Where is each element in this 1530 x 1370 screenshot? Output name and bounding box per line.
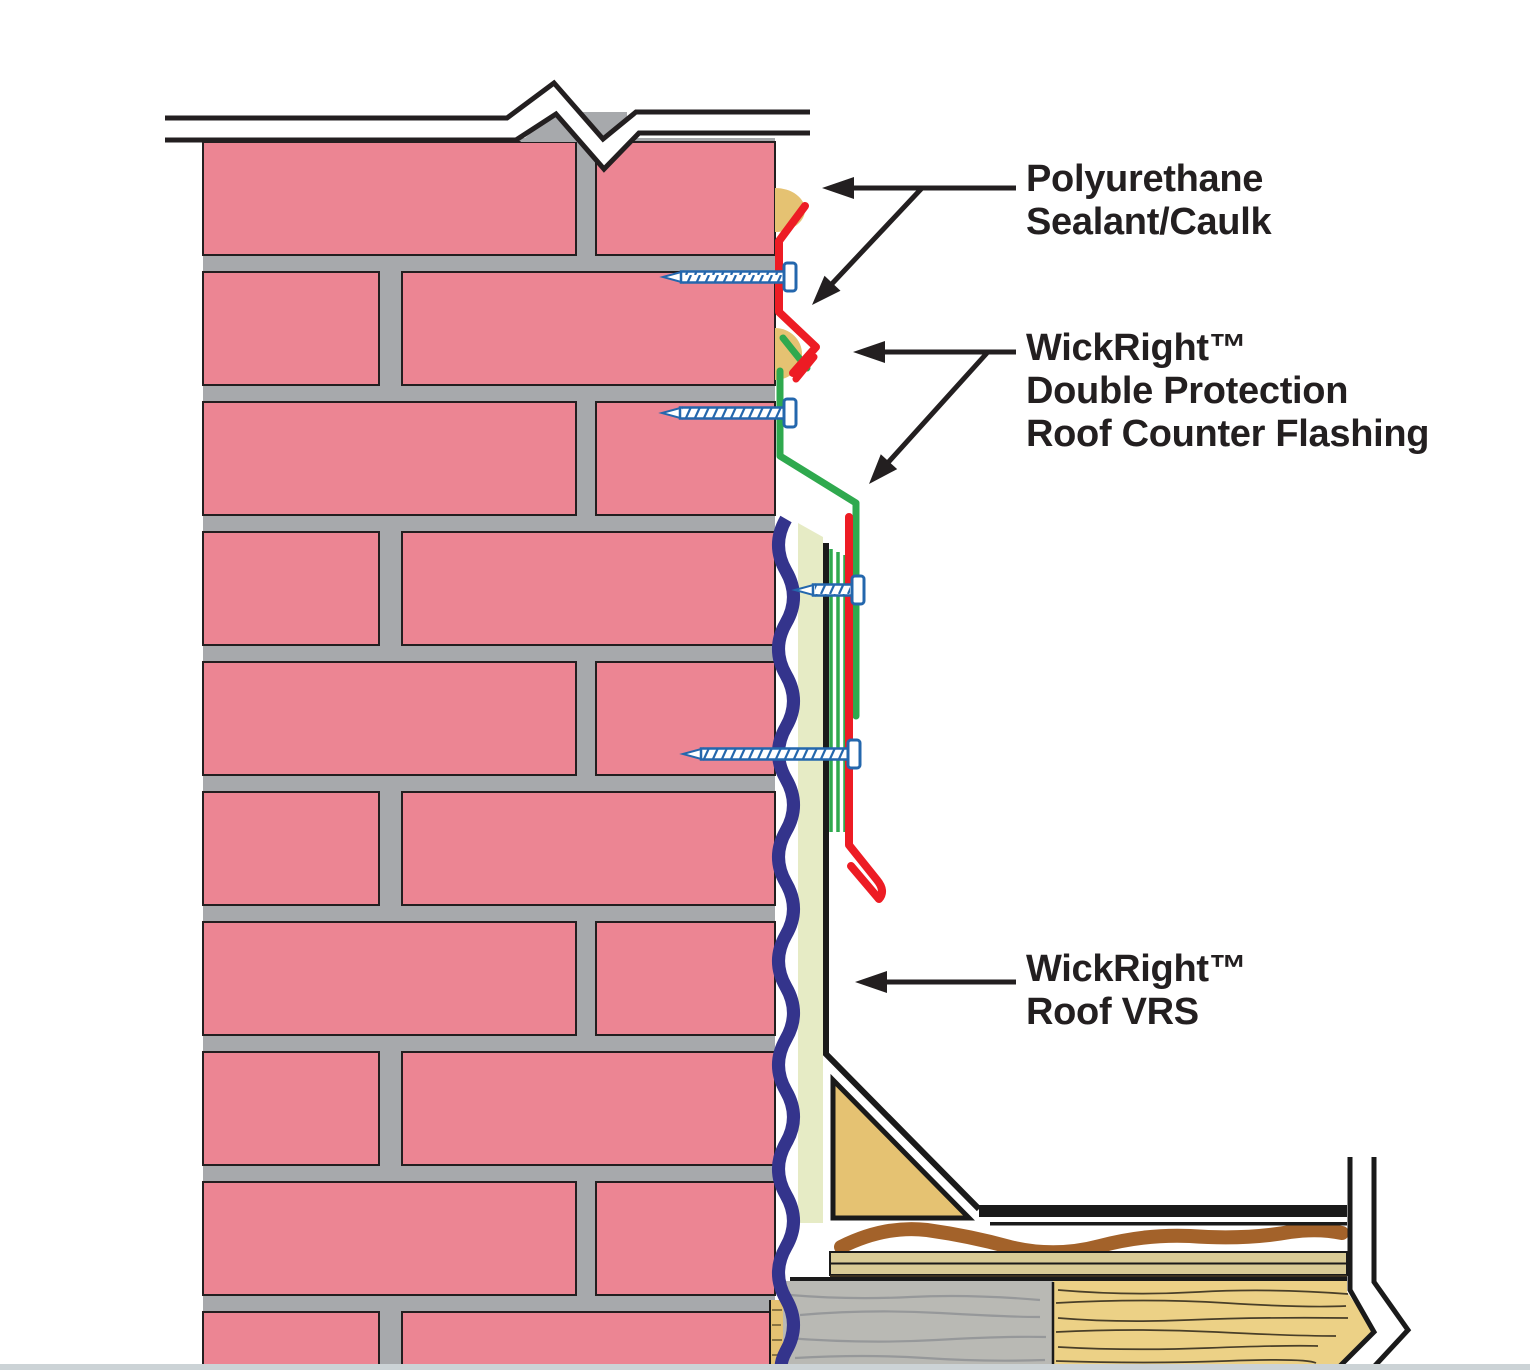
brick — [401, 271, 776, 386]
yellow-lumber-fill — [1053, 1281, 1374, 1370]
masonry-screws — [658, 261, 866, 770]
screw-threads — [703, 749, 846, 759]
screw-threads — [815, 585, 850, 595]
wall-cap-break-symbol — [165, 79, 810, 173]
gray-lumber — [783, 1281, 1053, 1370]
label-counter-flashing: WickRight™ Double Protection Roof Counte… — [1026, 327, 1430, 456]
page-edge-line — [0, 1364, 1530, 1370]
brick — [401, 791, 776, 906]
brick — [202, 661, 577, 776]
brick — [401, 1311, 776, 1370]
vrs-line — [823, 543, 982, 1212]
brick — [595, 921, 776, 1036]
brick — [595, 141, 776, 256]
yellow-lumber — [1051, 1281, 1374, 1370]
label-line: Roof Counter Flashing — [1026, 413, 1430, 455]
screw-head — [782, 397, 798, 429]
cant-strip — [830, 1073, 975, 1221]
brick — [202, 401, 577, 516]
brick — [202, 1181, 577, 1296]
brick — [202, 531, 380, 646]
yellow-lumber-grain — [1055, 1289, 1349, 1364]
brick — [202, 141, 577, 256]
annotation-arrows — [812, 177, 1016, 993]
cap-top-line — [165, 79, 810, 143]
brick — [401, 1051, 776, 1166]
screw-head — [850, 574, 866, 606]
receiver-flashing-hem — [792, 353, 818, 383]
brick — [202, 1311, 380, 1370]
drainage-membrane-wave — [772, 515, 800, 1370]
brick — [595, 1181, 776, 1296]
roof-structure — [769, 543, 1412, 1370]
cap-bottom-line — [165, 110, 810, 173]
roof-break-symbol — [1334, 1155, 1412, 1370]
screw — [679, 738, 862, 770]
arrow-line — [826, 186, 924, 290]
label-line: Double Protection — [1026, 370, 1349, 412]
screw-head — [846, 738, 862, 770]
break-line-left — [1334, 1157, 1378, 1370]
vrs-horizontal-bar — [979, 1205, 1347, 1217]
arrowhead-diagonal — [812, 275, 841, 305]
blocking-grain — [772, 1309, 782, 1356]
screw-threads — [682, 408, 782, 418]
label-polyurethane-sealant: Polyurethane Sealant/Caulk — [1026, 158, 1272, 244]
label-line: Sealant/Caulk — [1026, 201, 1272, 243]
brick — [401, 531, 776, 646]
gray-lumber-grain — [785, 1293, 1047, 1362]
roof-sheathing — [790, 1222, 1349, 1281]
break-line-right — [1369, 1157, 1412, 1370]
counter-flashing-red — [845, 513, 886, 903]
adhesive-squiggle — [834, 1222, 1349, 1260]
brick-wall — [202, 138, 776, 1370]
brick — [595, 401, 776, 516]
arrow-line — [882, 351, 989, 469]
screw-threads — [683, 272, 782, 282]
wall-face-layers — [772, 515, 847, 1370]
label-line: WickRight™ — [1026, 327, 1247, 369]
label-line: Roof VRS — [1026, 991, 1199, 1033]
label-roof-vrs: WickRight™ Roof VRS — [1026, 948, 1247, 1034]
arrowhead-left — [855, 971, 887, 993]
receiver-flashing-red — [775, 202, 820, 377]
screw — [658, 397, 798, 429]
screw-head — [782, 261, 798, 293]
arrowhead-diagonal — [869, 454, 898, 484]
air-space-strip — [798, 523, 823, 1223]
brick — [202, 791, 380, 906]
arrowhead-left — [853, 341, 885, 363]
screw — [791, 574, 866, 606]
vrs-membrane — [823, 543, 1347, 1226]
label-line: Polyurethane — [1026, 158, 1264, 200]
brick — [202, 1051, 380, 1166]
brick — [202, 271, 380, 386]
arrowhead-left — [822, 177, 854, 199]
screw — [659, 261, 798, 293]
deck-edge-line — [990, 1222, 1347, 1226]
brick — [202, 921, 577, 1036]
cap-band — [165, 83, 810, 169]
label-line: WickRight™ — [1026, 948, 1247, 990]
